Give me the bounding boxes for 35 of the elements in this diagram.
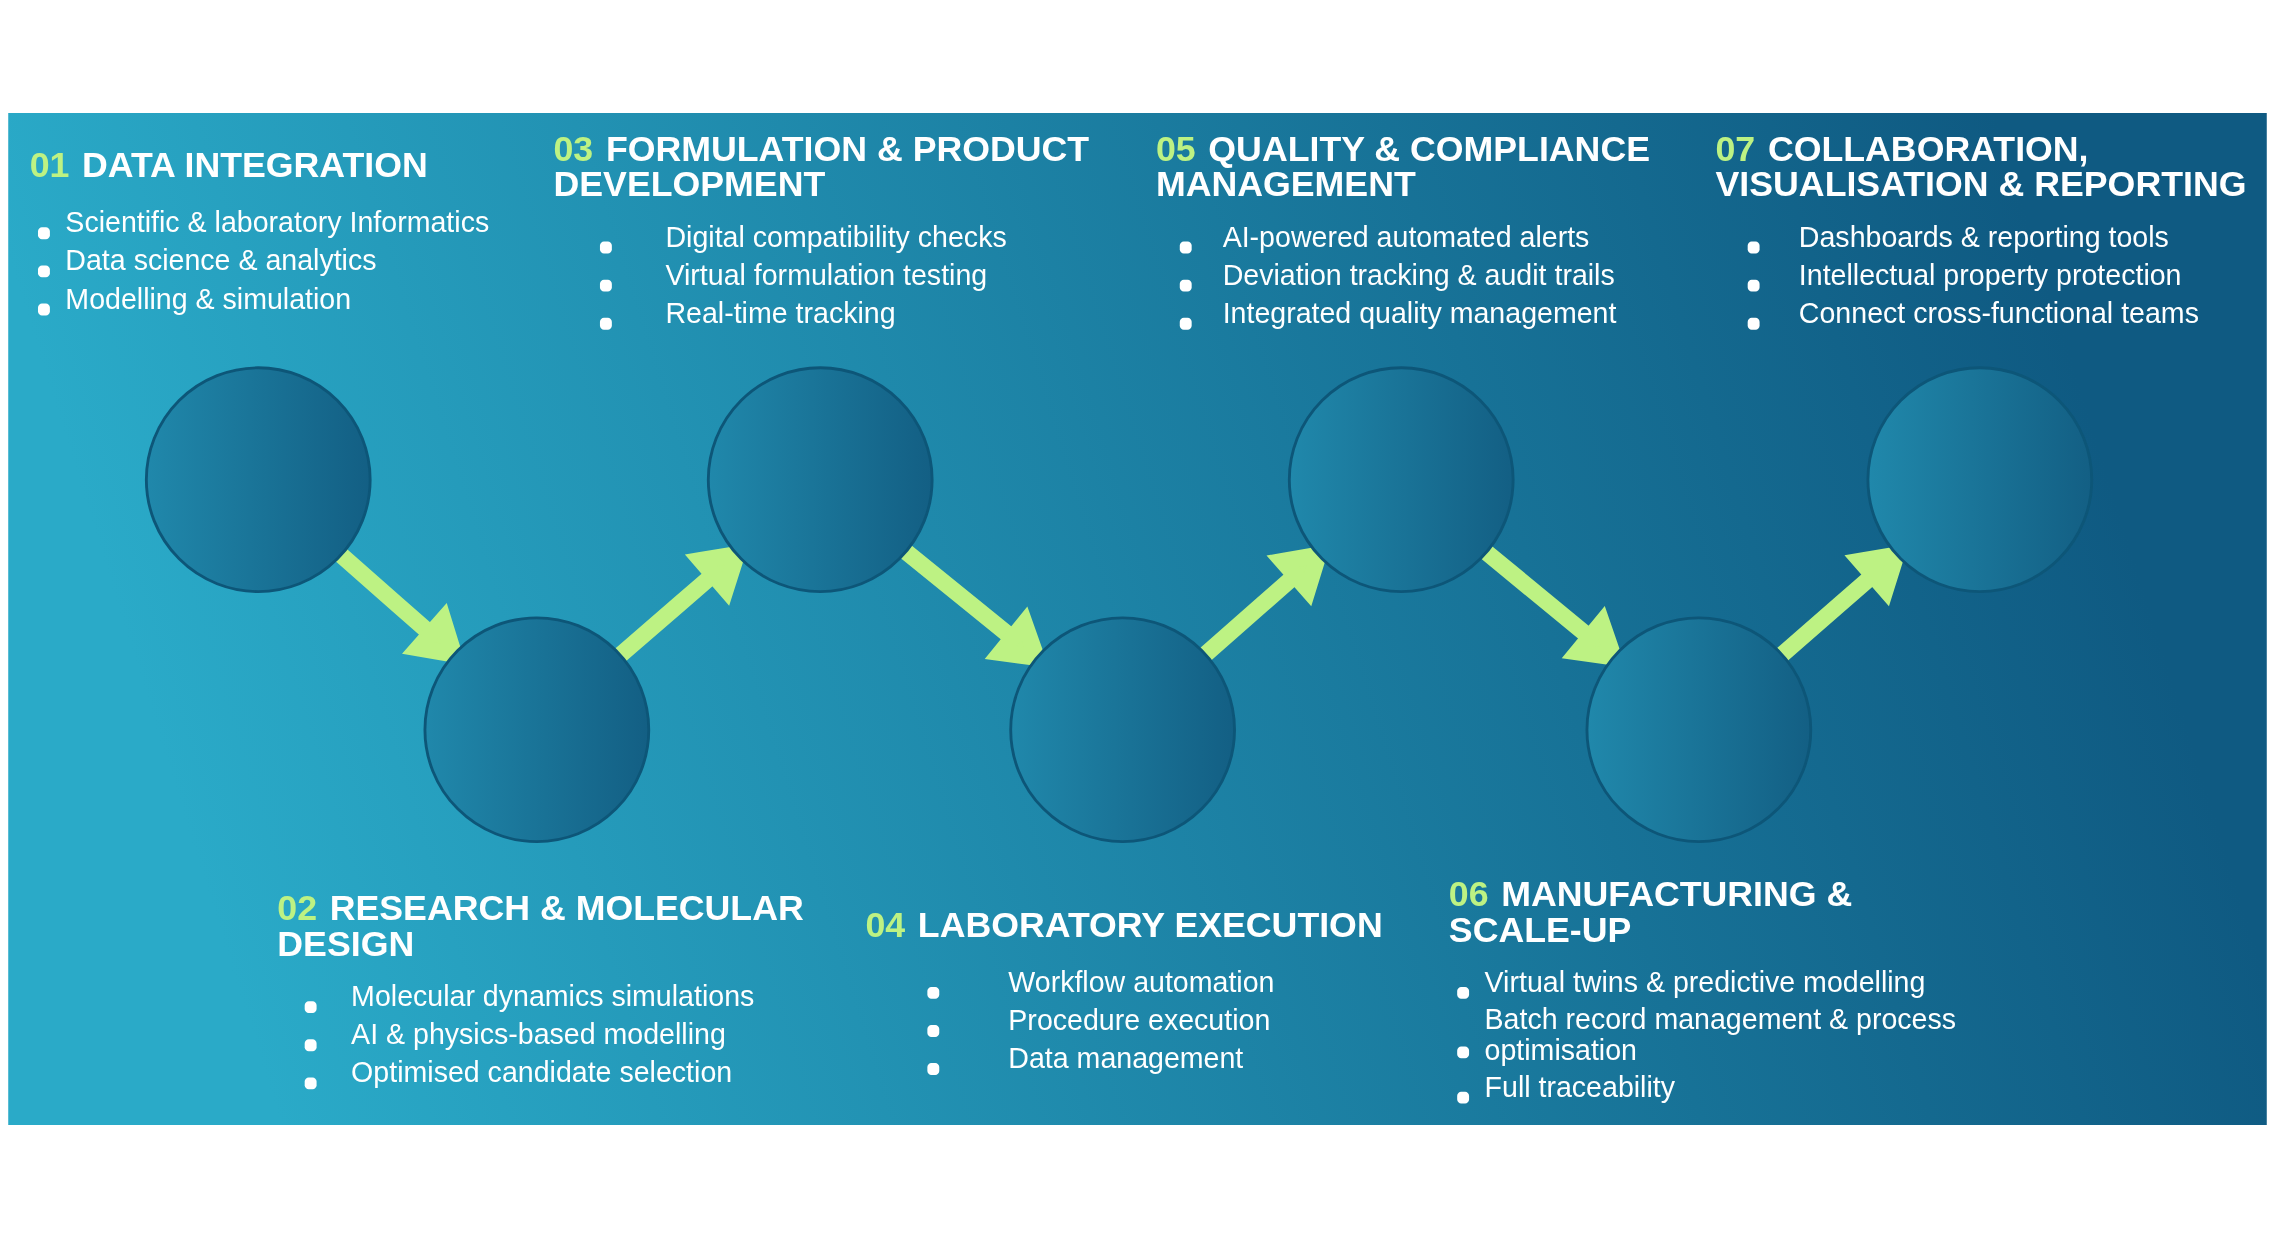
- node-circle: [1009, 616, 1236, 844]
- node-label: Virtual formulation testing: [665, 258, 988, 291]
- node-label: Modelling & simulation: [65, 282, 352, 315]
- node-label: AI & physics-based modelling: [351, 1018, 726, 1051]
- node-label: Data management: [1008, 1042, 1244, 1075]
- node-label: 07 COLLABORATION, VISUALISATION & REPORTING: [1715, 128, 2247, 205]
- node-label: Real-time tracking: [665, 296, 896, 329]
- node-label: 06 MANUFACTURING & SCALE-UP: [1448, 873, 1853, 950]
- node-label: 03 FORMULATION & PRODUCT DEVELOPMENT: [553, 128, 1090, 205]
- node-circle: [706, 366, 934, 594]
- node-label: Intellectual property protection: [1798, 258, 2182, 291]
- node-label: Molecular dynamics simulations: [351, 980, 755, 1013]
- node-label: Virtual twins & predictive modelling: [1484, 965, 1926, 998]
- node-label: Connect cross-functional teams: [1798, 296, 2199, 329]
- node-circle: [1585, 616, 1813, 844]
- node-label: Digital compatibility checks: [665, 220, 1007, 253]
- node-circle: [1866, 366, 2094, 594]
- node-label: Deviation tracking & audit trails: [1222, 258, 1615, 291]
- node-circle: [144, 366, 372, 594]
- node-label: Batch record management & process optimisation: [1484, 1002, 1957, 1066]
- node-label: Data science & analytics: [65, 244, 377, 277]
- node-label: 04 LABORATORY EXECUTION: [865, 904, 1383, 945]
- node-circle: [1287, 366, 1515, 594]
- node-label: 05 QUALITY & COMPLIANCE MANAGEMENT: [1155, 128, 1651, 205]
- node-label: AI-powered automated alerts: [1222, 220, 1590, 253]
- node-label: Scientific & laboratory Informatics: [65, 206, 490, 239]
- node-label: Dashboards & reporting tools: [1798, 220, 2169, 253]
- node-label: 01 DATA INTEGRATION: [29, 145, 428, 186]
- node-label: Optimised candidate selection: [351, 1056, 733, 1089]
- node-circle: [423, 616, 651, 844]
- node-label: 02 RESEARCH & MOLECULAR DESIGN: [277, 888, 804, 964]
- node-label: Workflow automation: [1008, 965, 1275, 998]
- node-label: Procedure execution: [1008, 1003, 1271, 1036]
- node-label: Integrated quality management: [1222, 296, 1617, 329]
- node-label: Full traceability: [1484, 1070, 1676, 1103]
